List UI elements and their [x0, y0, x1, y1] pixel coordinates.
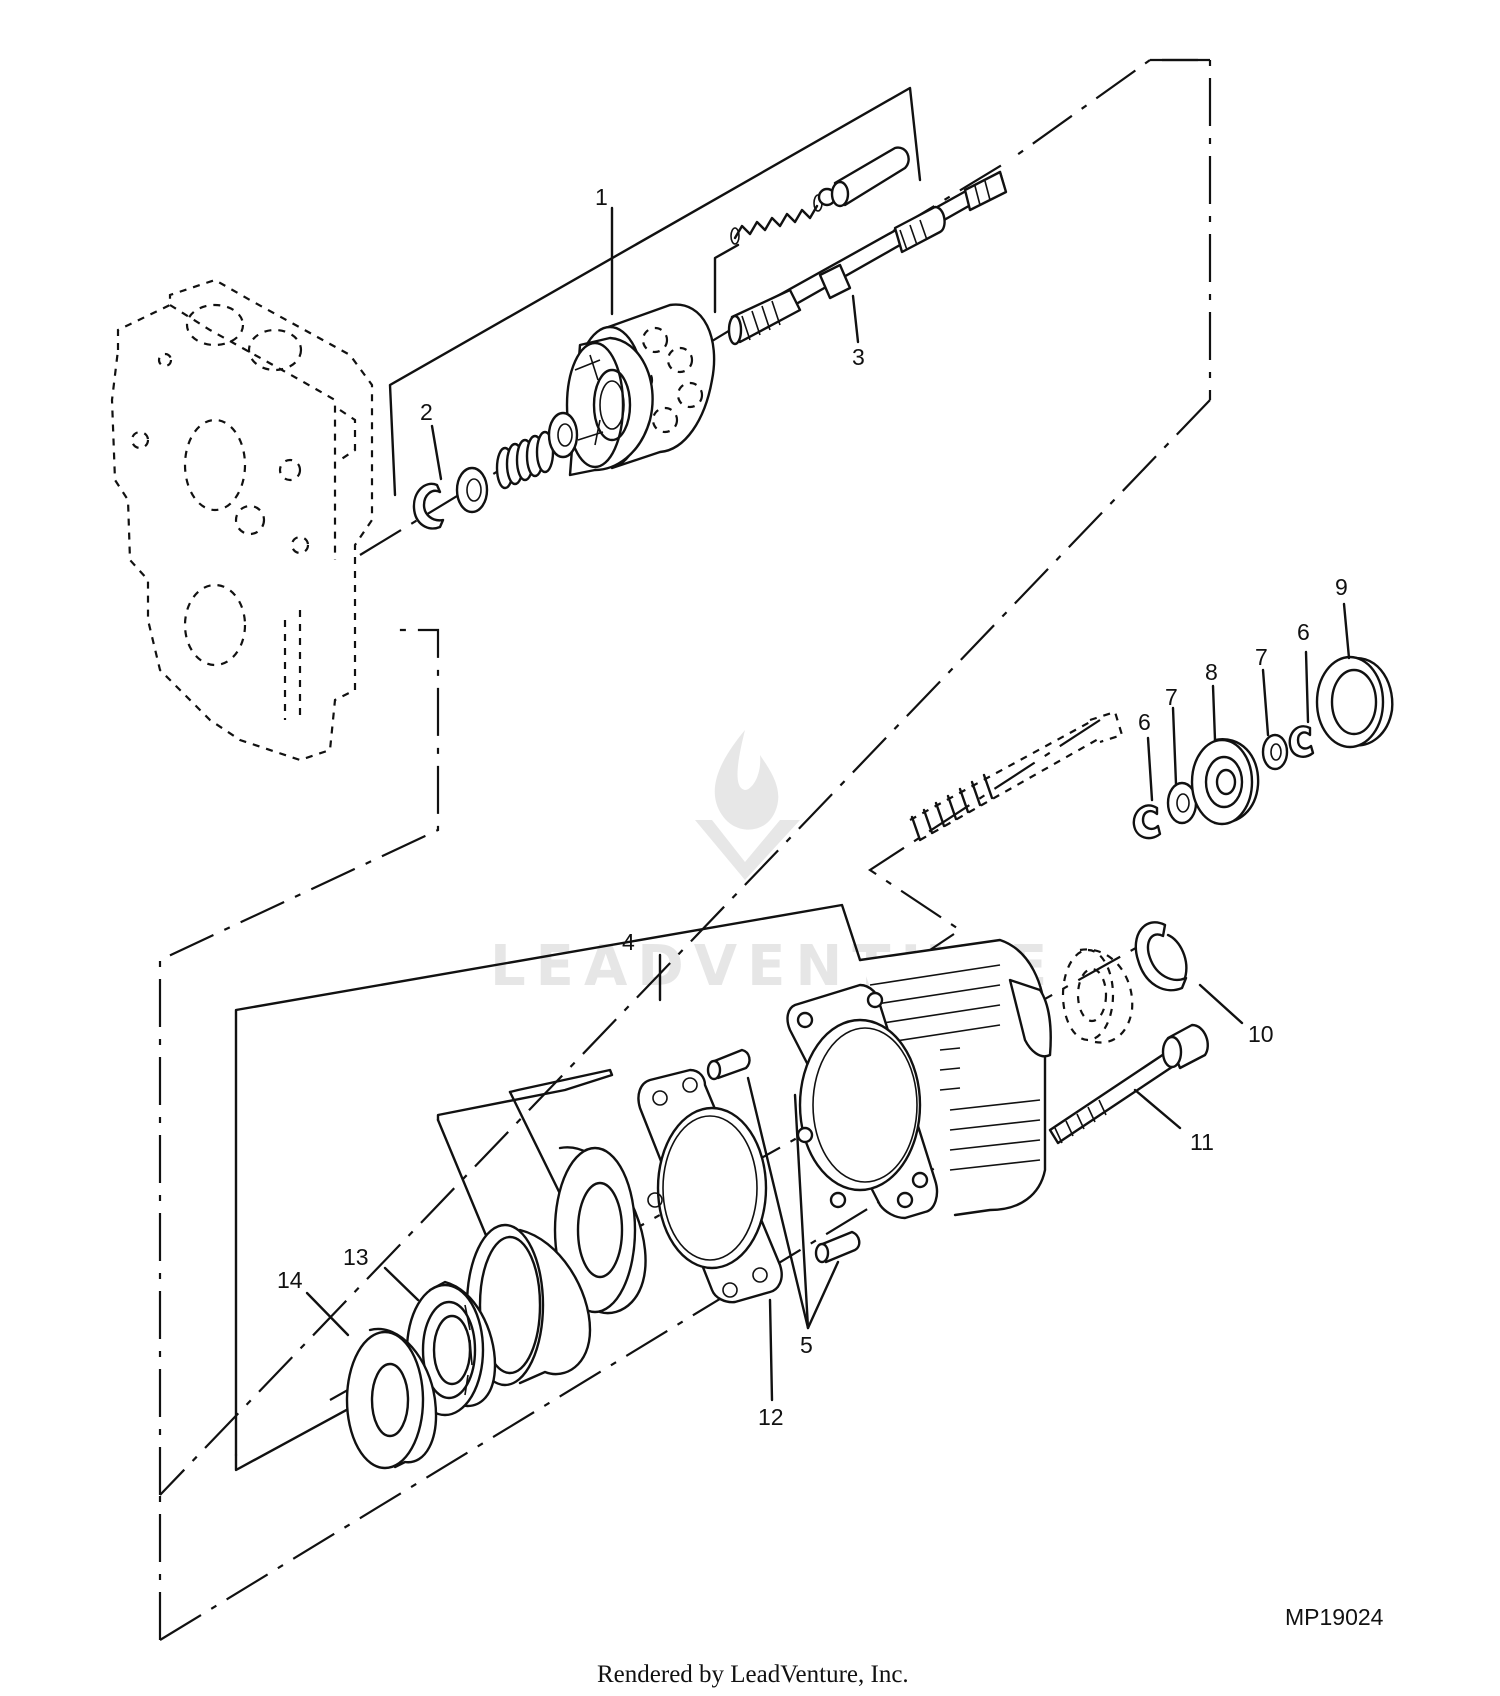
callout-3: 3 [852, 344, 865, 370]
ring-6a [1132, 804, 1162, 840]
rotating-group [565, 303, 716, 477]
callout-4: 4 [622, 929, 635, 955]
leadventure-flame-logo [695, 730, 800, 880]
seal-disc [553, 1146, 647, 1315]
callout-12: 12 [758, 1404, 784, 1430]
callout-2: 2 [420, 399, 433, 425]
leader-5b [793, 1093, 810, 1330]
upper-pin [830, 146, 910, 208]
callout-9: 9 [1335, 574, 1348, 600]
callout-1: 1 [595, 184, 608, 210]
bearing-8 [1190, 738, 1260, 826]
leaders-right-small [1146, 602, 1351, 802]
washer-7a [1166, 781, 1198, 825]
cap-screw-11 [1048, 1023, 1209, 1145]
callout-6b: 6 [1297, 619, 1310, 645]
inner-bracket-left [436, 1118, 492, 1247]
leader-12 [768, 1298, 774, 1402]
leader-14 [305, 1291, 350, 1337]
seal-9 [1315, 655, 1394, 749]
callout-6a: 6 [1138, 709, 1151, 735]
callout-10: 10 [1248, 1021, 1274, 1047]
dowel-pin-lower [814, 1230, 861, 1264]
inner-bracket-top [436, 1068, 614, 1122]
long-bolt-phantom [909, 710, 1124, 842]
callout-8: 8 [1205, 659, 1218, 685]
washer-upper-2 [547, 411, 579, 459]
retaining-ring-10 [1134, 921, 1188, 992]
upper-spring [730, 187, 837, 245]
callout-7b: 7 [1255, 644, 1268, 670]
leader-13 [383, 1266, 420, 1302]
callout-7a: 7 [1165, 684, 1178, 710]
housing-bearing-phantom [1061, 948, 1134, 1044]
center-lines [158, 58, 1212, 1641]
callout-5: 5 [800, 1332, 813, 1358]
callout-numbers: 1 2 3 4 5 6 7 8 7 6 9 10 11 12 13 14 [277, 184, 1348, 1430]
inner-bracket-right [508, 1090, 570, 1212]
seal-14 [345, 1327, 438, 1470]
item-1-group-bracket [388, 86, 922, 497]
washer-7b [1261, 733, 1289, 771]
callout-11: 11 [1190, 1129, 1214, 1155]
callout-14: 14 [277, 1267, 303, 1293]
valve-housing-phantom [110, 278, 374, 762]
ring-6b [1288, 725, 1315, 758]
dowel-pin-upper [706, 1048, 751, 1081]
leader-2 [430, 424, 443, 481]
pump-housing [786, 938, 1052, 1220]
retaining-ring-2 [412, 482, 445, 530]
gasket-12 [637, 1068, 783, 1304]
leader-3 [851, 294, 860, 344]
washer-upper [455, 466, 489, 514]
callout-13: 13 [343, 1244, 369, 1270]
spring-upper-stack [495, 430, 555, 490]
leader-10 [1198, 983, 1244, 1025]
leader-11 [1133, 1088, 1182, 1130]
render-credit: Rendered by LeadVenture, Inc. [597, 1661, 909, 1688]
figure-id: MP19024 [1285, 1604, 1384, 1630]
drive-shaft [727, 170, 1008, 346]
spring-leader [713, 243, 740, 314]
